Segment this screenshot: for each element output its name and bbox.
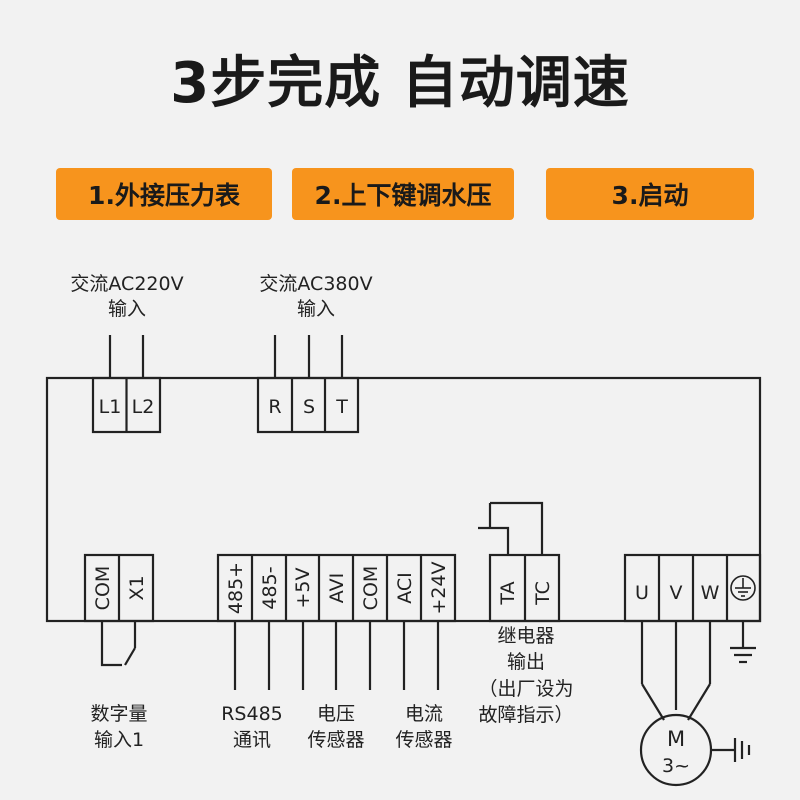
- terminal-485-minus: 485-: [259, 566, 281, 609]
- ac220-caption-line1: 交流AC220V: [70, 273, 183, 295]
- step-1-label: 1.外接压力表: [56, 168, 272, 220]
- digital-caption-line1: 数字量: [90, 703, 147, 725]
- terminal-x1: X1: [126, 575, 148, 600]
- relay-caption-line1: 继电器: [497, 625, 554, 647]
- ac220-caption-line2: 输入: [108, 298, 146, 320]
- relay-contact-symbol: [478, 501, 544, 555]
- terminal-block-relay: TA TC: [488, 553, 561, 623]
- rs485-caption-line1: RS485: [221, 703, 283, 725]
- voltage-caption-line2: 传感器: [307, 729, 364, 751]
- terminal-l2: L2: [132, 396, 155, 418]
- terminal-t: T: [335, 396, 348, 418]
- ac220-wires: [108, 335, 145, 378]
- rs485-caption-line2: 通讯: [233, 729, 271, 751]
- motor-label-m: M: [667, 727, 685, 751]
- rs485-wires: [233, 621, 271, 690]
- terminal-tc: TC: [532, 581, 554, 606]
- terminal-ta: TA: [497, 581, 519, 605]
- terminal-avi: AVI: [326, 573, 348, 603]
- terminal-r: R: [268, 396, 281, 418]
- terminal-block-digital: COM X1: [83, 553, 155, 623]
- motor-wires: [640, 621, 712, 721]
- step-3-label: 3.启动: [546, 168, 754, 220]
- ac380-wires: [273, 335, 344, 378]
- current-caption-line2: 传感器: [395, 729, 452, 751]
- terminal-block-l1-l2: L1 L2: [91, 376, 162, 434]
- relay-caption-line3: （出厂设为: [478, 678, 573, 700]
- terminal-s: S: [303, 396, 315, 418]
- step-2-label: 2.上下键调水压: [292, 168, 514, 220]
- ac380-caption-line1: 交流AC380V: [259, 273, 372, 295]
- terminal-block-analog: 485+ 485- +5V AVI COM ACI +24V: [216, 553, 457, 623]
- terminal-u: U: [635, 582, 649, 604]
- terminal-block-motor: U V W: [623, 553, 762, 623]
- terminal-l1: L1: [99, 396, 122, 418]
- terminal-aci: ACI: [394, 572, 416, 604]
- relay-caption-line2: 输出: [507, 651, 545, 673]
- voltage-caption-line1: 电压: [317, 703, 355, 725]
- panel-ground-icon: [730, 621, 756, 664]
- current-sensor-wires: [402, 621, 440, 690]
- terminal-w: W: [701, 582, 720, 604]
- motor-symbol: M 3~: [639, 713, 713, 787]
- terminal-plus-24v: +24V: [428, 561, 450, 614]
- digital-caption-line2: 输入1: [94, 729, 144, 751]
- ground-terminal-icon: [730, 575, 756, 601]
- motor-label-phase: 3~: [662, 755, 690, 777]
- terminal-com-voltage: COM: [360, 566, 382, 611]
- voltage-sensor-wires: [301, 621, 372, 690]
- terminal-485-plus: 485+: [225, 562, 247, 614]
- terminal-block-rst: R S T: [256, 376, 360, 434]
- page-title: 3步完成 自动调速: [170, 51, 630, 116]
- digital-input-switch: [100, 621, 137, 667]
- ac380-caption-line2: 输入: [297, 298, 335, 320]
- motor-ground-icon: [711, 738, 751, 762]
- terminal-v: V: [670, 582, 683, 604]
- terminal-plus-5v: +5V: [292, 567, 314, 608]
- terminal-com-digital: COM: [92, 566, 114, 611]
- relay-caption-line4: 故障指示）: [478, 704, 573, 726]
- current-caption-line1: 电流: [405, 703, 443, 725]
